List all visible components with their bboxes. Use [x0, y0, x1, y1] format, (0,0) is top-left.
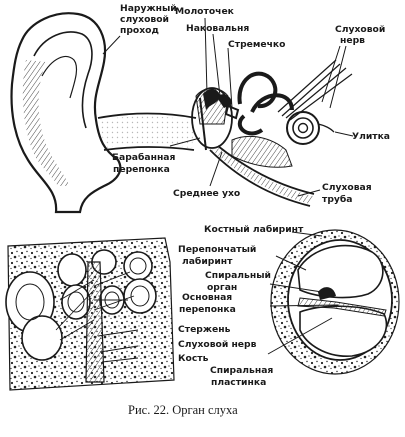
outer-ear-drawing — [10, 12, 122, 214]
label-incus: Наковальня — [186, 23, 249, 34]
top-labels: Наружный слуховой проход Молоточек Наков… — [112, 3, 390, 205]
label-outer-canal: Наружный слуховой проход — [120, 3, 180, 36]
label-cochlear-nerve: Слуховой нерв — [178, 339, 257, 350]
ear-canal-drawing — [97, 112, 197, 151]
label-spiral-lamina: Спиральная пластинка — [210, 365, 277, 388]
label-stapes: Стремечко — [228, 39, 285, 50]
label-modiolus: Стержень — [178, 324, 231, 335]
label-auditory-nerve: Слуховой нерв — [335, 24, 388, 46]
label-eustachian-tube: Слуховая труба — [322, 182, 375, 205]
label-eardrum: Барабанная перепонка — [112, 152, 179, 175]
top-leader-lines — [102, 17, 354, 197]
cochlear-duct-drawing — [270, 229, 400, 375]
label-spiral-organ: Спиральный орган — [205, 270, 274, 293]
figure-caption: Рис. 22. Орган слуха — [128, 403, 238, 417]
label-middle-ear: Среднее ухо — [173, 188, 240, 199]
label-malleus: Молоточек — [175, 6, 235, 17]
inner-ear-drawing — [209, 59, 353, 207]
label-bony-labyrinth: Костный лабиринт — [204, 224, 304, 235]
bottom-labels: Костный лабиринт Перепончатый лабиринт С… — [178, 224, 304, 388]
label-bone: Кость — [178, 353, 209, 364]
label-membranous-labyrinth: Перепончатый лабиринт — [178, 244, 260, 267]
bottom-leader-lines — [97, 231, 339, 363]
middle-ear-drawing — [191, 87, 240, 151]
label-basilar-membrane: Основная перепонка — [179, 292, 236, 315]
label-cochlea: Улитка — [352, 131, 390, 142]
cochlea-section-drawing — [5, 237, 175, 391]
